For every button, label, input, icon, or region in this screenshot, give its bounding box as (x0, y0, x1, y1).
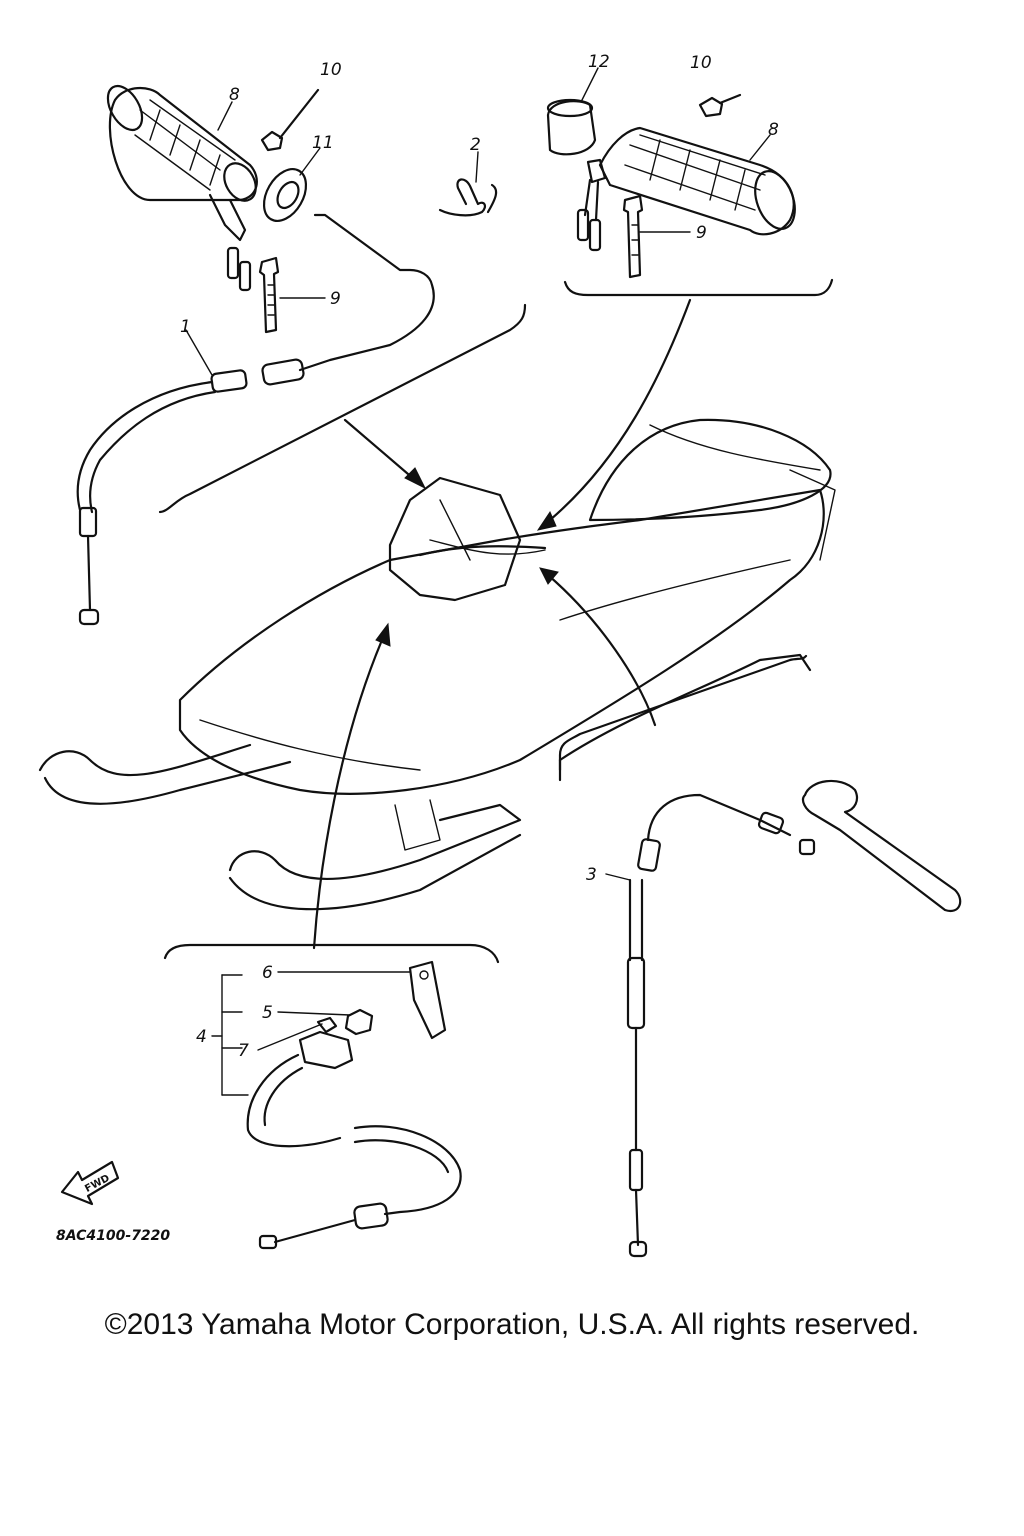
copyright-notice: ©2013 Yamaha Motor Corporation, U.S.A. A… (104, 1308, 920, 1341)
leader-lines (185, 67, 771, 881)
callout-6: 6 (262, 963, 273, 983)
callout-3: 3 (586, 865, 597, 885)
callout-7: 7 (238, 1041, 249, 1061)
brake-cable-assembly (626, 779, 962, 1258)
callout-9-left: 9 (330, 289, 341, 309)
left-grip-assembly (76, 84, 498, 626)
callout-2: 2 (470, 135, 481, 155)
callout-1: 1 (180, 317, 191, 337)
callout-8-right: 8 (768, 120, 779, 140)
callout-5: 5 (262, 1003, 273, 1023)
diagram-code: 8AC4100-7220 (56, 1228, 170, 1244)
callout-4: 4 (196, 1027, 207, 1047)
forward-direction-arrow: FWD (60, 1160, 120, 1206)
callout-10-left: 10 (320, 60, 342, 80)
callout-10-right: 10 (690, 53, 712, 73)
assembly-arrows (312, 298, 692, 950)
choke-cable-assembly (211, 960, 462, 1250)
snowmobile-illustration (38, 418, 836, 911)
right-grip-assembly (546, 93, 796, 279)
callout-11: 11 (312, 133, 334, 153)
exploded-parts-diagram: 8 10 11 2 9 1 12 10 8 9 3 6 5 4 7 FWD 8A… (38, 52, 962, 1258)
callout-12: 12 (588, 52, 610, 72)
group-brackets (158, 278, 834, 964)
callout-8-left: 8 (229, 85, 240, 105)
callout-9-right: 9 (696, 223, 707, 243)
